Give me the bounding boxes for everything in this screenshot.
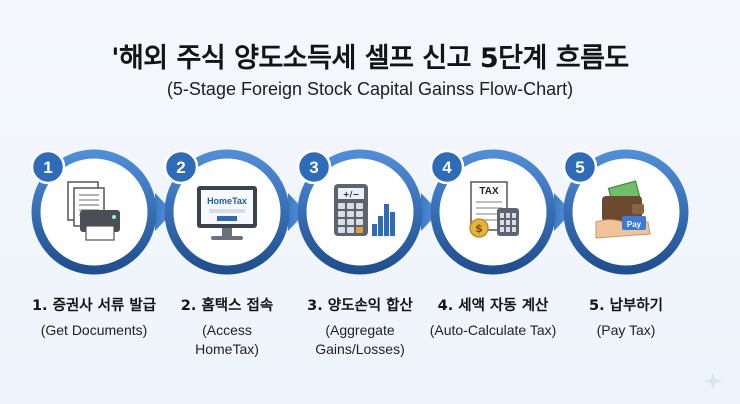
step-badge-3 [296,149,332,185]
step-3: +/− 3 [296,149,423,275]
step-label-5: 5. 납부하기 (Pay Tax) [551,294,701,340]
step-2: HomeTax 2 [163,149,290,275]
step-label-ko: 5. 납부하기 [588,298,663,314]
hometax-screen-text: HomeTax [207,196,247,206]
step-number-2: 2 [176,158,185,177]
step-number-4: 4 [442,158,452,177]
flow-arrow-1 [146,193,173,231]
step-badge-4 [429,149,465,185]
step-label-1: 1. 증권사 서류 발급 (Get Documents) [19,294,169,340]
step-number-1: 1 [43,158,52,177]
step-label-3: 3. 양도손익 합산 (Aggregate Gains/Losses) [285,294,435,359]
page-title: '해외 주식 양도소득세 셀프 신고 5단계 흐름도 [111,43,629,74]
step-label-ko: 3. 양도손익 합산 [307,298,413,314]
step-1: 1 [30,149,157,275]
step-label-ko: 4. 세액 자동 계산 [437,298,549,314]
computer-monitor-icon: HomeTax [197,186,257,240]
step-label-2: 2. 홈택스 접속 (Access HomeTax) [152,294,302,359]
step-4: TAX $4 [429,149,556,275]
calculator-chart-icon: +/− [334,184,395,236]
svg-text:$: $ [475,222,483,235]
step-label-en: (Pay Tax) [596,322,656,338]
step-badge-5 [562,149,598,185]
flow-arrow-4 [545,193,572,231]
wallet-pay-icon: Pay [595,180,651,239]
step-number-3: 3 [309,158,318,177]
step-badge-2 [163,149,199,185]
document-printer-icon [67,181,120,241]
tax-form-icon: TAX $ [469,181,519,238]
step-label-ko: 2. 홈택스 접속 [180,298,274,314]
step-label-en: (Access HomeTax) [195,322,259,357]
page-subtitle: (5-Stage Foreign Stock Capital Gainss Fl… [166,79,574,99]
step-label-en: (Aggregate Gains/Losses) [315,322,405,357]
step-badge-1 [30,149,66,185]
step-number-5: 5 [575,158,584,177]
flow-arrow-3 [412,193,439,231]
step-label-en: (Auto-Calculate Tax) [429,322,557,338]
step-5: Pay 5 [562,149,689,275]
step-label-en: (Get Documents) [40,322,148,338]
calculator-display-text: +/− [343,190,359,199]
flow-arrow-2 [279,193,306,231]
step-label-4: 4. 세액 자동 계산 (Auto-Calculate Tax) [418,294,568,340]
pay-card-text: Pay [627,220,642,229]
step-arrows [146,193,572,231]
step-label-ko: 1. 증권사 서류 발급 [31,298,157,314]
sparkle-icon [704,372,722,390]
tax-form-text: TAX [479,186,499,197]
